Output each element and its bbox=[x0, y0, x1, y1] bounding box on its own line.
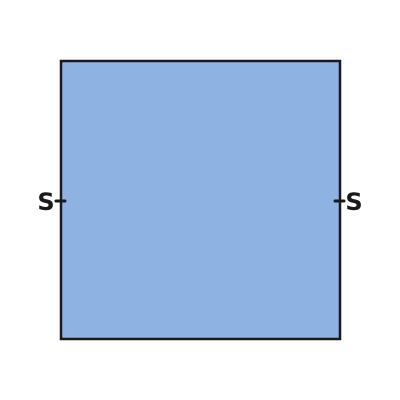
square-shape bbox=[59, 59, 342, 341]
right-side-label: S bbox=[345, 188, 362, 216]
left-side-label: S bbox=[37, 188, 54, 216]
